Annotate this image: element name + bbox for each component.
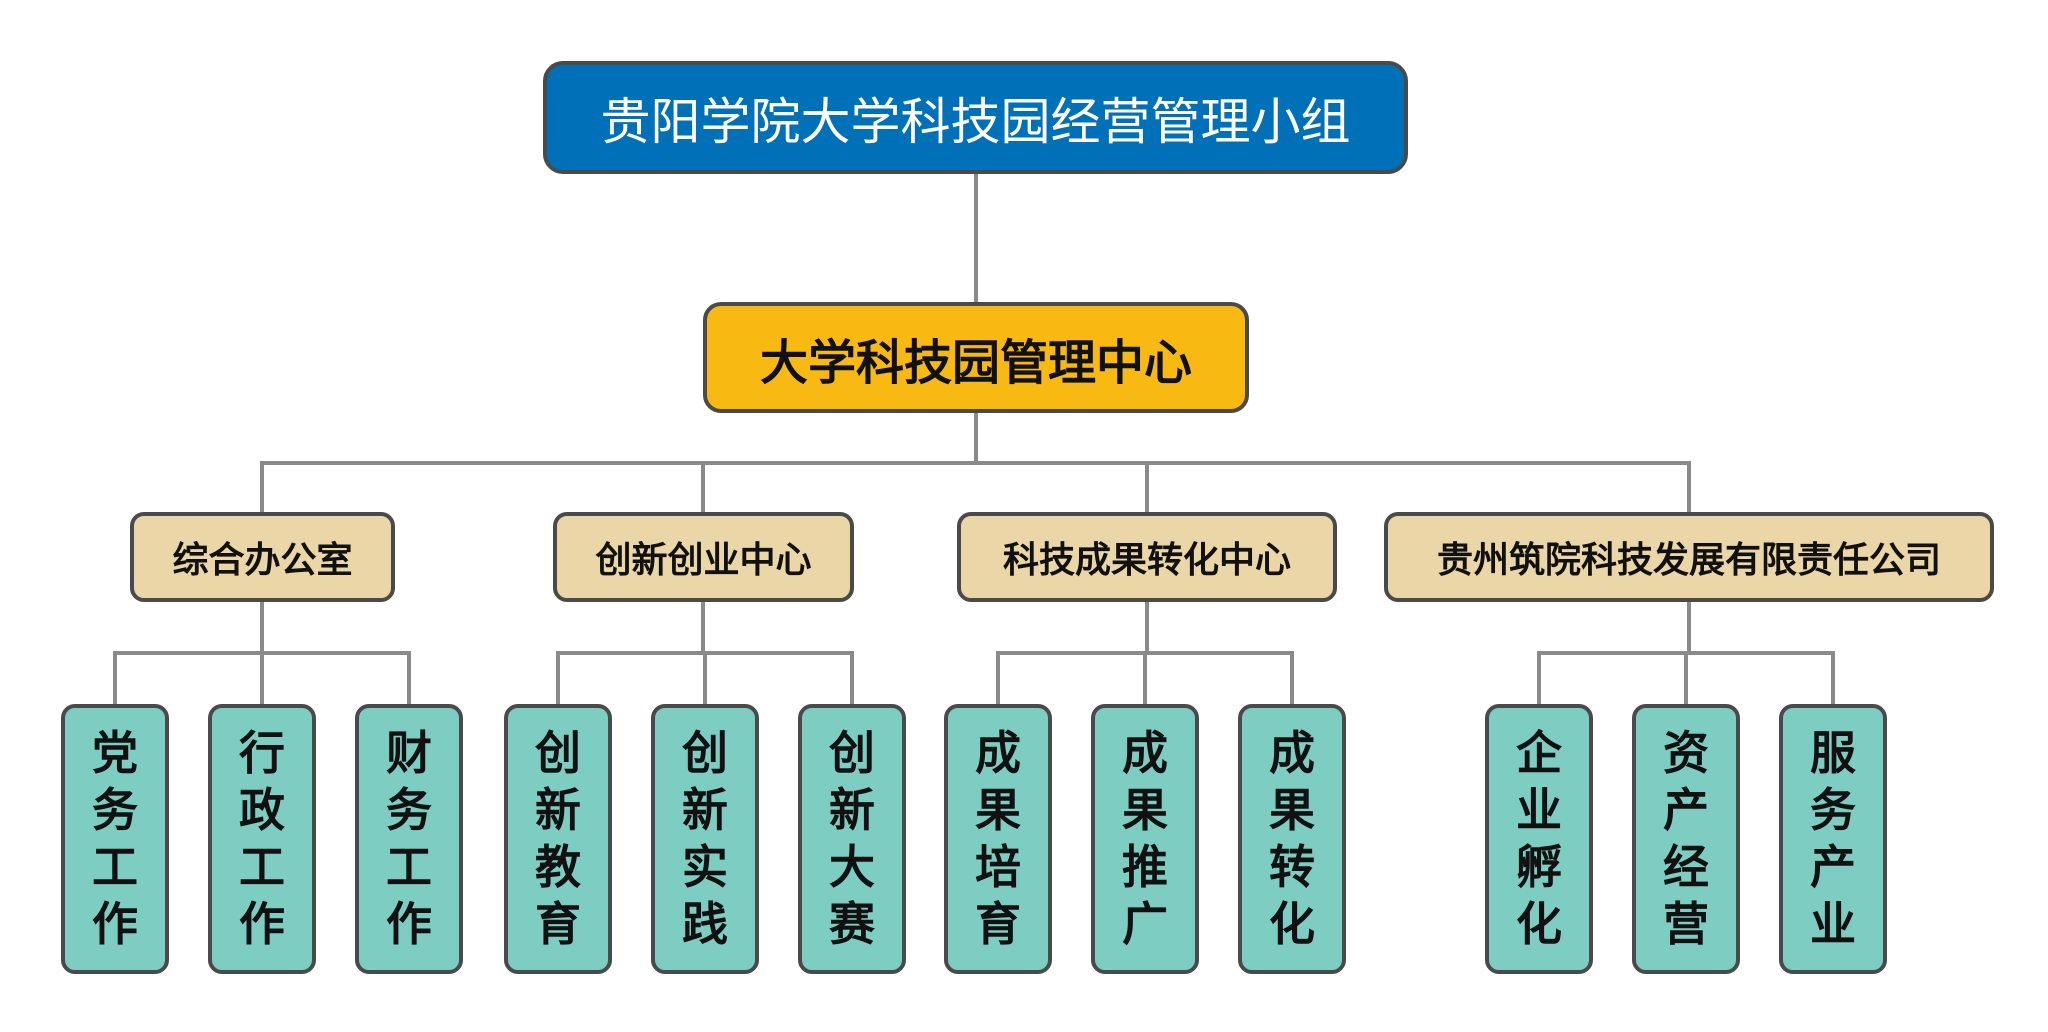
leaf-node: 创新教育 (504, 704, 612, 974)
leaf-node: 成果转化 (1238, 704, 1346, 974)
leaf-node: 成果推广 (1091, 704, 1199, 974)
department-node-innovation-center: 创新创业中心 (553, 512, 854, 602)
root-node: 贵阳学院大学科技园经营管理小组 (543, 61, 1408, 174)
management-center-node: 大学科技园管理中心 (703, 302, 1249, 413)
leaf-label: 成果培育 (974, 725, 1021, 952)
leaf-node: 服务产业 (1779, 704, 1887, 974)
leaf-label: 财务工作 (385, 725, 432, 952)
center-label: 大学科技园管理中心 (759, 334, 1192, 391)
leaf-label: 创新实践 (681, 725, 728, 952)
department-label: 综合办公室 (172, 540, 353, 581)
leaf-node: 党务工作 (61, 704, 169, 974)
department-label: 贵州筑院科技发展有限责任公司 (1436, 540, 1941, 581)
leaf-node: 资产经营 (1632, 704, 1740, 974)
department-label: 科技成果转化中心 (1002, 540, 1291, 581)
leaf-label: 行政工作 (238, 725, 285, 952)
leaf-node: 财务工作 (355, 704, 463, 974)
leaf-node: 创新实践 (651, 704, 759, 974)
department-node-company: 贵州筑院科技发展有限责任公司 (1384, 512, 1994, 602)
leaf-label: 服务产业 (1809, 725, 1856, 952)
leaf-label: 创新教育 (534, 725, 581, 952)
leaf-label: 资产经营 (1662, 725, 1709, 952)
leaf-node: 行政工作 (208, 704, 316, 974)
leaf-node: 创新大赛 (798, 704, 906, 974)
leaf-node: 企业孵化 (1485, 704, 1593, 974)
leaf-node: 成果培育 (944, 704, 1052, 974)
department-label: 创新创业中心 (595, 540, 812, 581)
leaf-label: 创新大赛 (828, 725, 875, 952)
leaf-label: 企业孵化 (1515, 725, 1562, 952)
department-node-general-office: 综合办公室 (130, 512, 395, 602)
department-node-transfer-center: 科技成果转化中心 (957, 512, 1337, 602)
leaf-label: 成果推广 (1121, 725, 1168, 952)
root-label: 贵阳学院大学科技园经营管理小组 (600, 92, 1351, 151)
leaf-label: 党务工作 (91, 725, 138, 952)
leaf-label: 成果转化 (1268, 725, 1315, 952)
